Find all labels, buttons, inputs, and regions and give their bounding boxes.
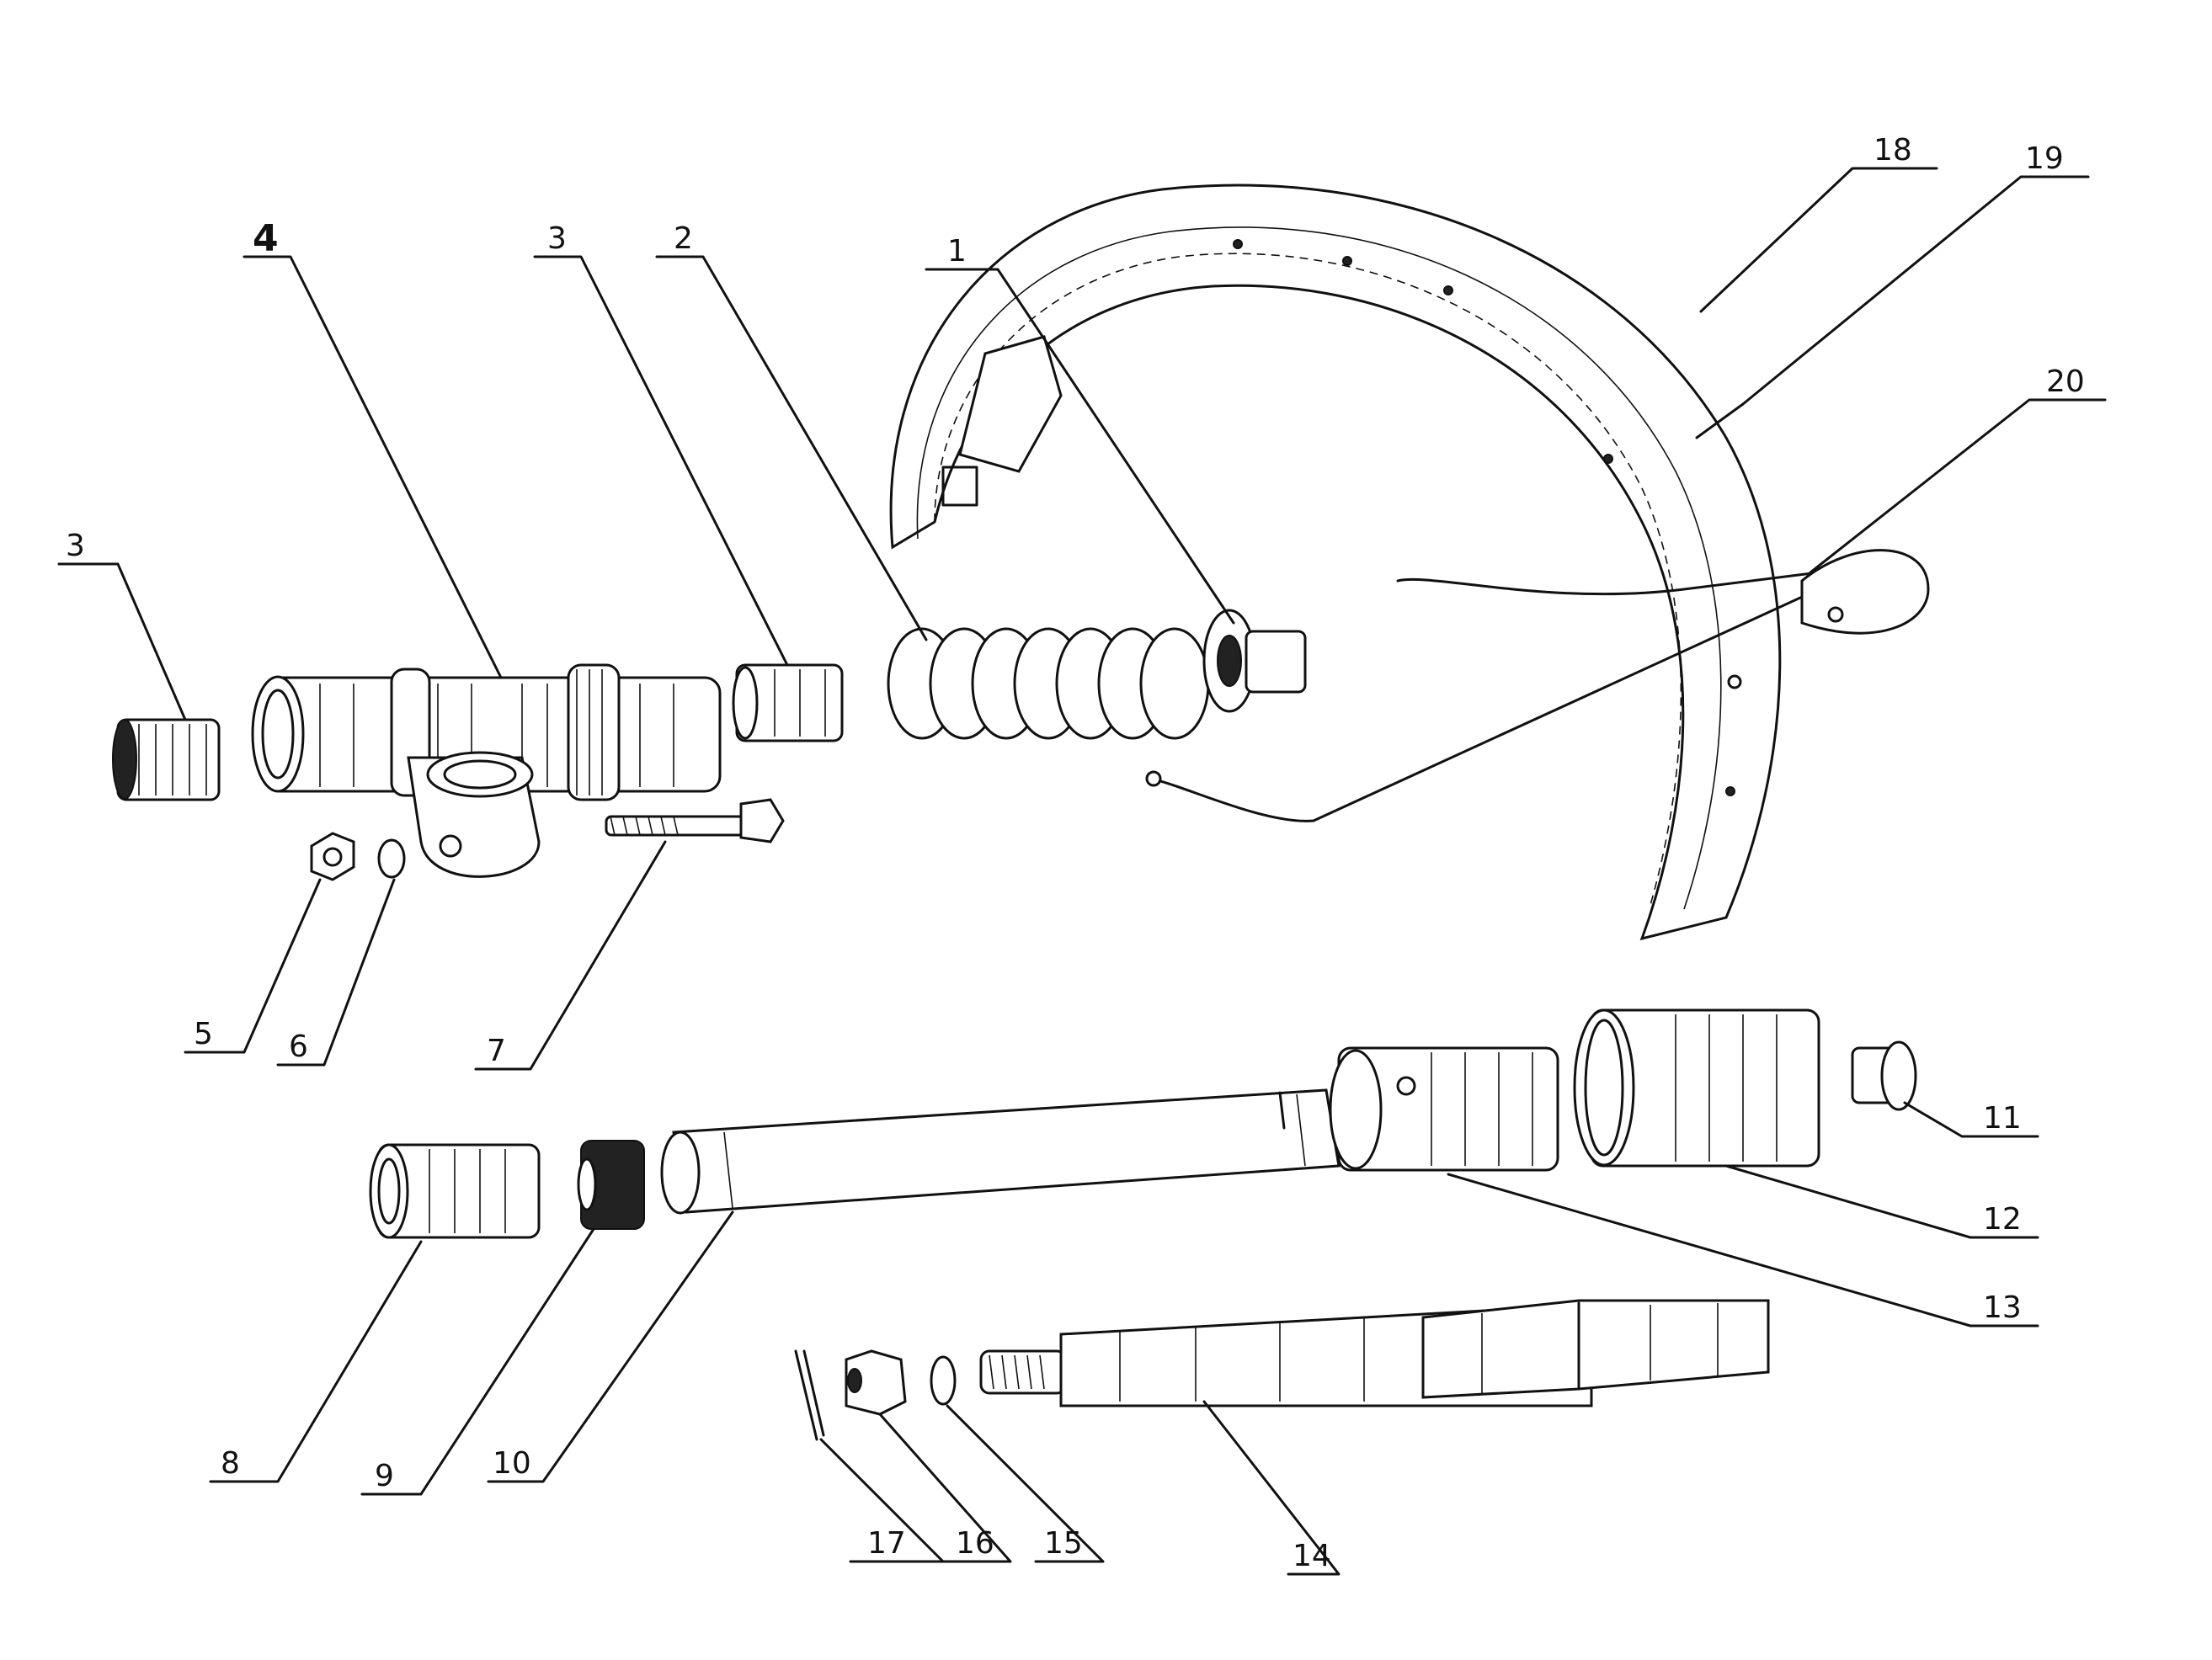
callout-labels: 1 2 3 3 4 5 6 7 8 9 10 11 12 13 14 15 16…	[66, 133, 2085, 1573]
callout-18: 18	[1874, 133, 1912, 168]
callout-3-right: 3	[547, 221, 567, 256]
callout-10: 10	[493, 1446, 531, 1481]
inner-tube-10	[660, 1088, 1341, 1215]
front-fender	[889, 184, 1930, 941]
callout-4: 4	[253, 217, 279, 260]
callout-17: 17	[867, 1526, 906, 1561]
callout-19: 19	[2025, 141, 2064, 176]
callout-7: 7	[487, 1034, 506, 1068]
leader-lines	[57, 167, 2107, 1576]
callout-15: 15	[1044, 1526, 1083, 1561]
axle-spindle-14	[979, 1299, 1770, 1407]
callout-16: 16	[956, 1526, 994, 1561]
callout-9: 9	[375, 1459, 394, 1493]
callout-2: 2	[674, 221, 693, 256]
callout-1: 1	[947, 234, 967, 269]
ring-9	[577, 1140, 645, 1230]
spring-2	[887, 627, 1210, 740]
cone-nut-1	[1202, 609, 1307, 713]
bushing-3-left	[112, 718, 221, 801]
callout-13: 13	[1983, 1290, 2022, 1325]
callout-20: 20	[2046, 364, 2085, 399]
cap-nut-11	[1851, 1040, 1917, 1111]
nut-5	[310, 832, 355, 881]
bolt-7	[605, 798, 785, 843]
callout-14: 14	[1293, 1539, 1331, 1573]
sleeve-13	[1329, 1046, 1559, 1172]
callout-3-left: 3	[66, 529, 85, 563]
callout-8: 8	[221, 1446, 240, 1481]
callout-11: 11	[1983, 1101, 2022, 1136]
callout-5: 5	[194, 1017, 213, 1051]
fork-head-housing-4	[251, 663, 722, 878]
bushing-8	[369, 1143, 541, 1239]
callout-6: 6	[289, 1030, 308, 1064]
washer-6	[377, 838, 406, 879]
cotter-pin-17	[794, 1349, 825, 1441]
bushing-3-right	[732, 663, 844, 742]
castle-nut-16	[845, 1349, 907, 1416]
callout-12: 12	[1983, 1202, 2022, 1237]
washer-15	[930, 1355, 957, 1406]
outer-tube-12	[1573, 1008, 1820, 1168]
